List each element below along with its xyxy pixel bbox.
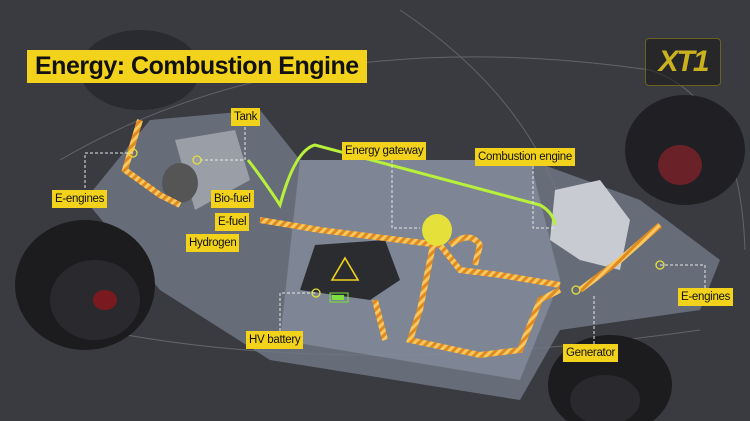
label-combustion-engine: Combustion engine [475, 148, 575, 166]
tank-cap [162, 163, 198, 203]
wheel-front-left [15, 220, 155, 350]
energy-flow-line [246, 143, 557, 226]
label-e-engines-rear: E-engines [678, 288, 734, 306]
label-hydrogen: Hydrogen [186, 234, 240, 252]
wheel-rear-right [625, 95, 745, 205]
combustion-engine-block [550, 180, 630, 270]
label-e-fuel: E-fuel [215, 213, 250, 231]
label-bio-fuel: Bio-fuel [211, 190, 254, 208]
label-anchor-dots [128, 148, 665, 298]
label-energy-gateway: Energy gateway [342, 142, 427, 160]
label-generator: Generator [563, 344, 619, 362]
label-tank: Tank [231, 108, 261, 126]
page-title: Energy: Combustion Engine [27, 50, 367, 83]
label-leader-lines [84, 127, 706, 344]
label-hv-battery: HV battery [246, 331, 304, 349]
hv-battery [300, 240, 400, 300]
label-e-engines-front: E-engines [52, 190, 108, 208]
battery-charge-icon [329, 292, 349, 303]
energy-gateway-node [422, 214, 452, 246]
xt1-logo: XT1 [645, 38, 721, 86]
floor-panel [280, 160, 560, 380]
high-voltage-warning-icon [330, 256, 360, 281]
